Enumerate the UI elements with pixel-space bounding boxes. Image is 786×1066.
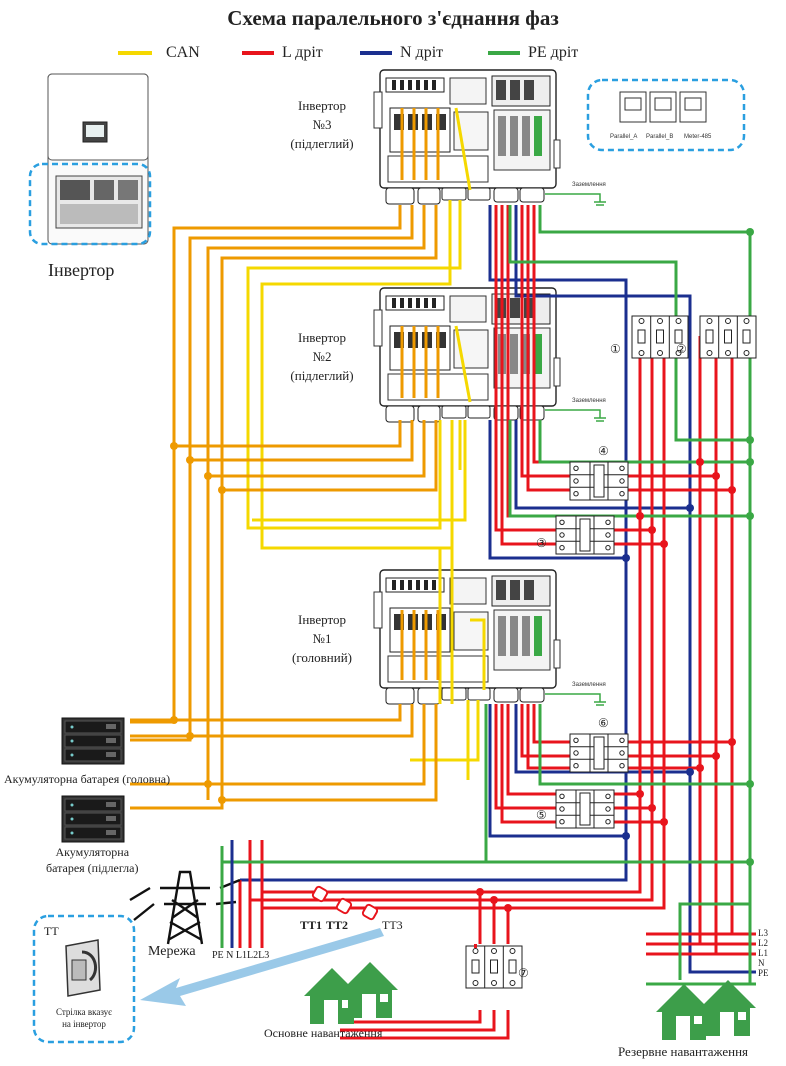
battery-main-label: Акумуляторна батарея (головна)	[4, 772, 171, 786]
ground-label-3: Заземлення	[572, 182, 606, 188]
ground-label-1: Заземлення	[572, 682, 606, 688]
main-load-houses	[304, 962, 398, 1024]
n-wires	[240, 205, 756, 974]
legend-label-n: N дріт	[400, 44, 444, 61]
breaker-6	[569, 733, 629, 773]
ct-clamp-3	[361, 903, 379, 921]
ct-clamp-2	[335, 897, 353, 915]
ct-label-3: TT3	[382, 918, 403, 932]
port-label-b: Parallel_B	[646, 134, 674, 140]
breaker-number-5: ⑤	[536, 808, 547, 822]
page-title: Схема паралельного з'єднання фаз	[227, 6, 559, 30]
inverter-thumbnail-label: Інвертор	[48, 260, 115, 280]
backup-line-label-n: N	[758, 958, 765, 968]
rj45-port-meter	[679, 91, 707, 123]
backup-line-label-l1: L1	[758, 948, 768, 958]
breaker-number-1: ①	[610, 342, 621, 356]
breaker-number-6: ⑥	[598, 716, 609, 730]
ct-detail-box	[32, 914, 136, 1044]
ground-label-2: Заземлення	[572, 398, 606, 404]
breaker-3	[555, 515, 615, 555]
ct-label-1: TT1	[300, 918, 323, 932]
legend-label-pe: PE дріт	[528, 44, 579, 61]
grid-label: Мережа	[148, 944, 196, 959]
breaker-5	[555, 789, 615, 829]
main-load-label: Основне навантаження	[264, 1026, 383, 1040]
ct-arrow	[140, 928, 384, 1006]
backup-load-houses	[656, 980, 756, 1040]
battery-main	[61, 717, 125, 765]
breaker-7	[465, 945, 523, 989]
can-wires	[246, 107, 486, 780]
backup-line-label-l3: L3	[758, 928, 768, 938]
port-label-a: Parallel_A	[610, 134, 638, 140]
parallel-ports-box	[586, 78, 746, 152]
battery-slave	[61, 795, 125, 843]
ct-label-2: TT2	[326, 918, 349, 932]
ground-symbols	[545, 193, 606, 706]
breaker-number-2: ②	[676, 342, 687, 356]
grid-lines-label: PE N L1L2L3	[212, 950, 270, 961]
rj45-port-a	[619, 91, 647, 123]
legend-label-can: CAN	[166, 44, 200, 61]
ct-box-title: TT	[44, 924, 59, 938]
port-label-meter: Meter-485	[684, 134, 712, 140]
breaker-2	[699, 315, 757, 359]
battery-junction-dots	[170, 442, 226, 804]
ct-clamp-1	[311, 885, 329, 903]
legend-label-l: L дріт	[282, 44, 323, 61]
battery-cables	[130, 108, 440, 810]
breaker-number-7: ⑦	[518, 966, 529, 980]
grid-tower-icon	[129, 870, 241, 945]
rj45-port-b	[649, 91, 677, 123]
backup-load-label: Резервне навантаження	[618, 1044, 749, 1059]
inverter-thumbnail	[28, 73, 152, 246]
ct-clamps	[311, 885, 379, 921]
backup-line-label-l2: L2	[758, 938, 768, 948]
junction-dots	[476, 228, 754, 912]
breaker-number-3: ③	[536, 536, 547, 550]
breaker-4	[569, 461, 629, 501]
backup-line-label-pe: PE	[758, 968, 769, 978]
grid-supply-lines	[220, 840, 234, 948]
breaker-number-4: ④	[598, 444, 609, 458]
